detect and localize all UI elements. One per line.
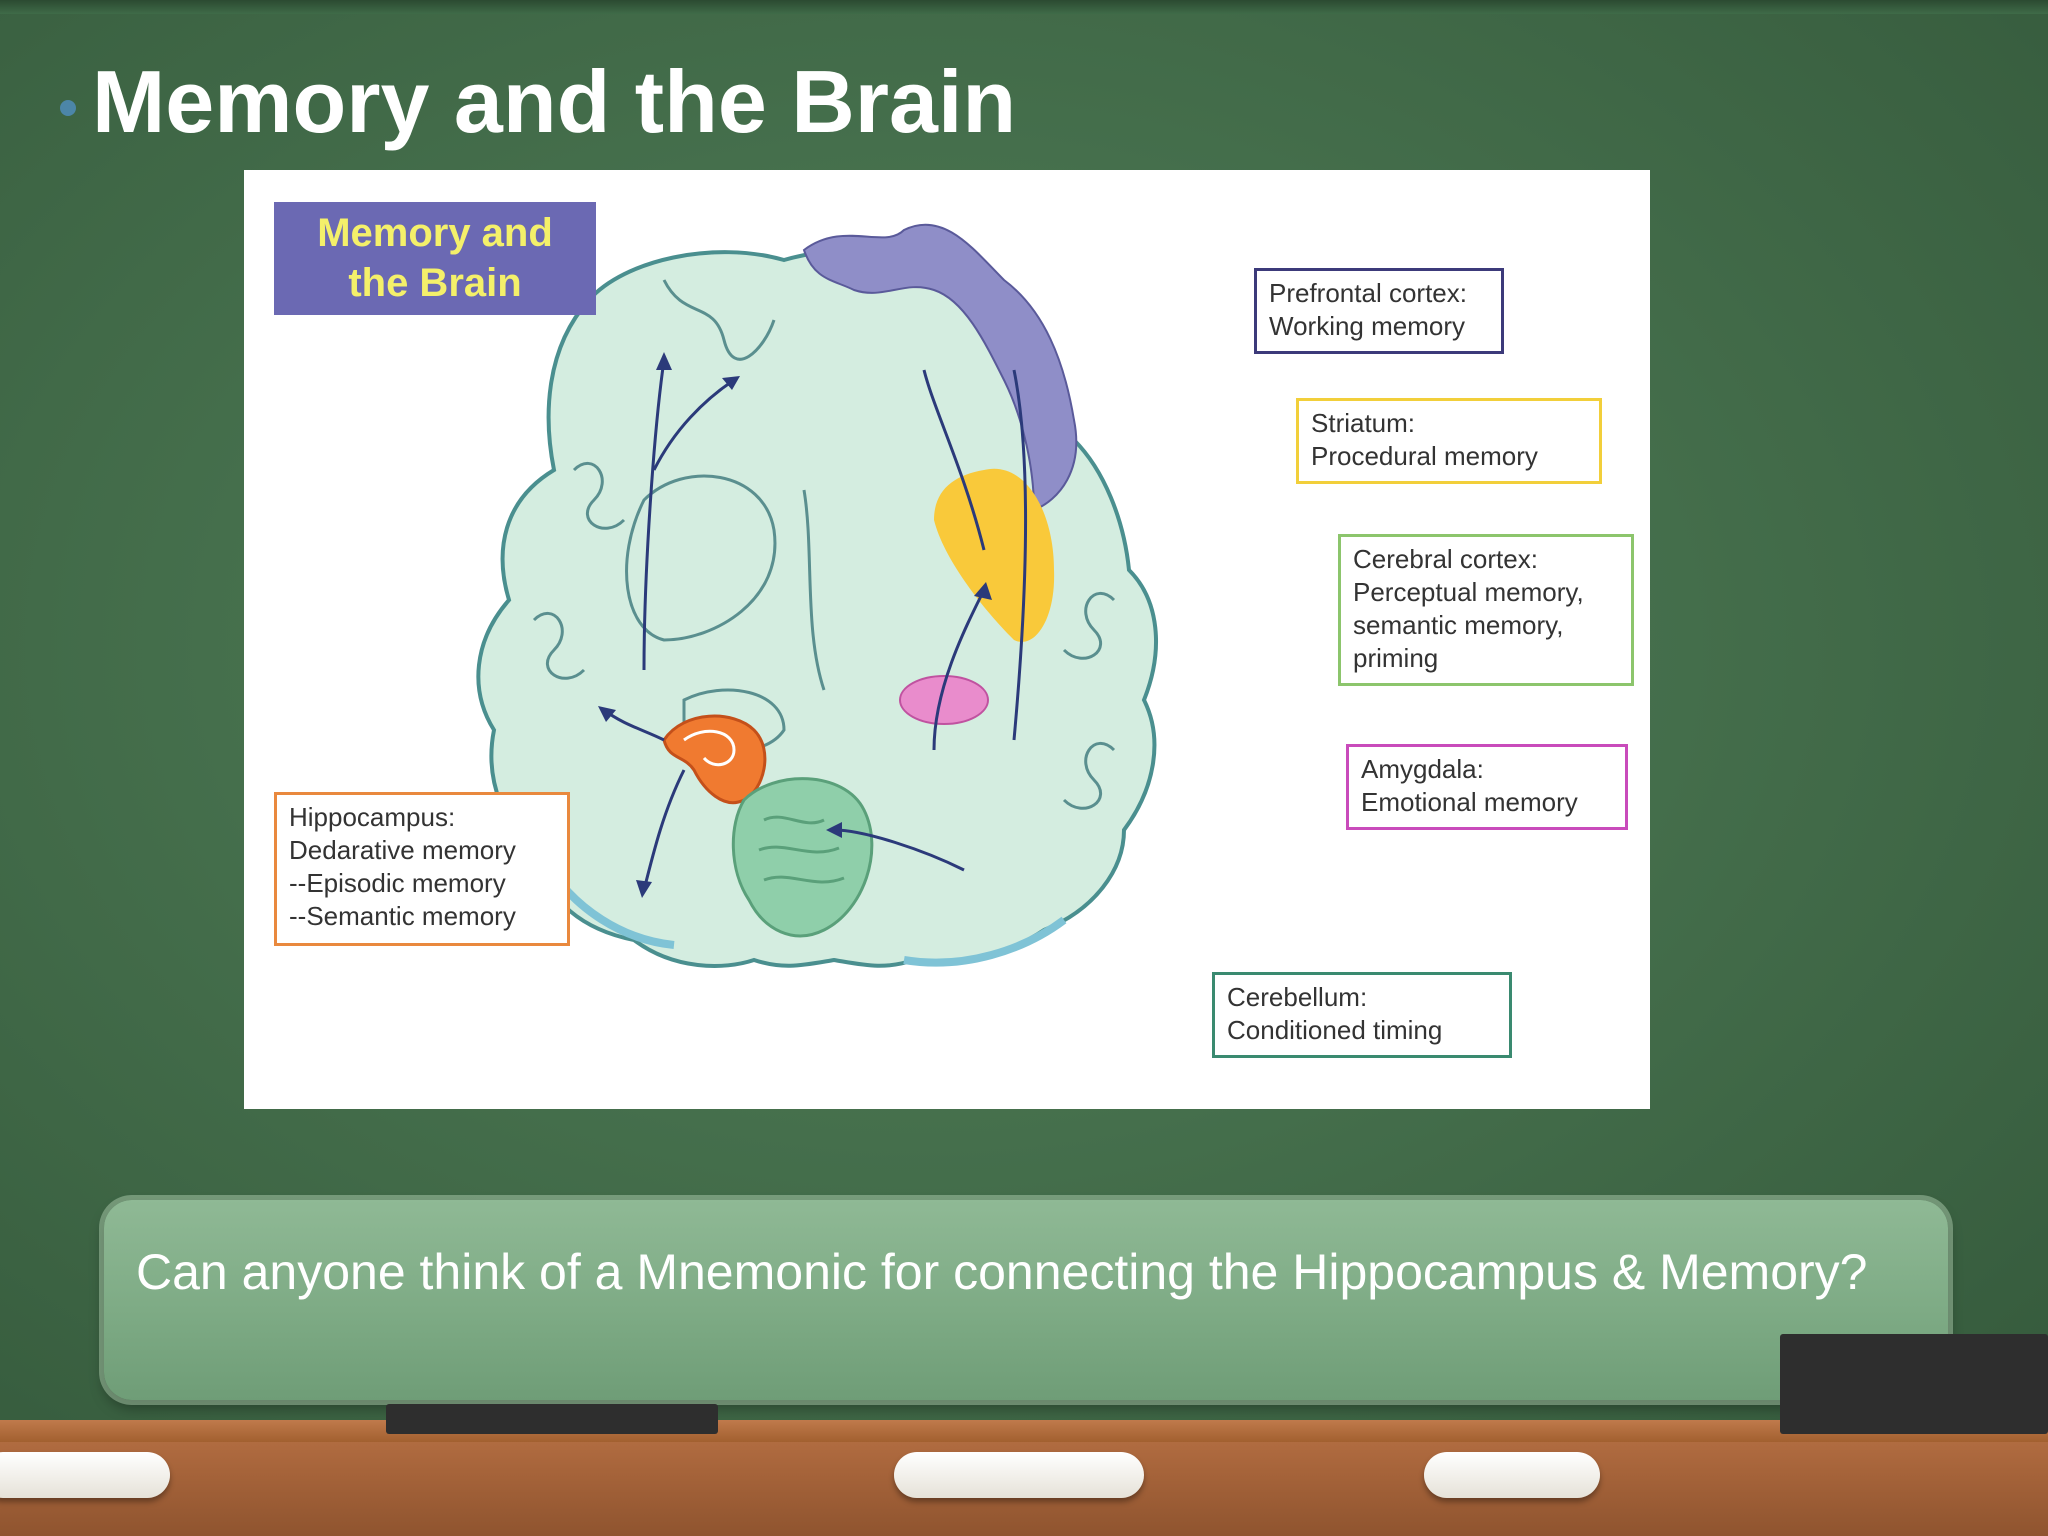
label-striatum: Striatum: Procedural memory bbox=[1296, 398, 1602, 484]
figure-title: Memory and the Brain bbox=[274, 202, 596, 315]
brain-shape bbox=[476, 248, 1158, 968]
arrow-3 bbox=[932, 589, 986, 751]
brain-diagram bbox=[476, 223, 1158, 968]
arrow-8 bbox=[1012, 369, 1028, 741]
arrow-4 bbox=[922, 369, 986, 551]
chalkboard-frame bbox=[0, 0, 2048, 14]
slide-title: Memory and the Brain bbox=[92, 52, 1017, 151]
chalk-piece-middle bbox=[894, 1452, 1144, 1498]
chalk-piece-right bbox=[1424, 1452, 1600, 1498]
arrow-7 bbox=[833, 828, 965, 872]
title-bullet bbox=[60, 100, 76, 116]
label-prefrontal: Prefrontal cortex: Working memory bbox=[1254, 268, 1504, 354]
figure-title-line1: Memory and bbox=[317, 211, 553, 255]
arrow-5 bbox=[642, 769, 686, 891]
label-hippocampus: Hippocampus: Dedarative memory --Episodi… bbox=[274, 792, 570, 946]
figure-title-line2: the Brain bbox=[348, 261, 522, 305]
chalk-tray-lip bbox=[0, 1420, 2048, 1442]
label-cerebral-cortex: Cerebral cortex: Perceptual memory, sema… bbox=[1338, 534, 1634, 686]
question-callout: Can anyone think of a Mnemonic for conne… bbox=[104, 1200, 1948, 1400]
label-cerebellum: Cerebellum: Conditioned timing bbox=[1212, 972, 1512, 1058]
amygdala-region bbox=[899, 675, 989, 725]
tray-block-right bbox=[1780, 1334, 2048, 1434]
arrow-2 bbox=[652, 378, 735, 471]
brain-figure: Memory and the Brain Prefrontal cortex: … bbox=[244, 170, 1650, 1109]
tray-block-left bbox=[386, 1404, 718, 1434]
label-amygdala: Amygdala: Emotional memory bbox=[1346, 744, 1628, 830]
chalk-piece-left bbox=[0, 1452, 170, 1498]
arrow-1 bbox=[642, 359, 666, 671]
prefrontal-region bbox=[802, 223, 1078, 512]
question-text: Can anyone think of a Mnemonic for conne… bbox=[136, 1244, 1868, 1300]
